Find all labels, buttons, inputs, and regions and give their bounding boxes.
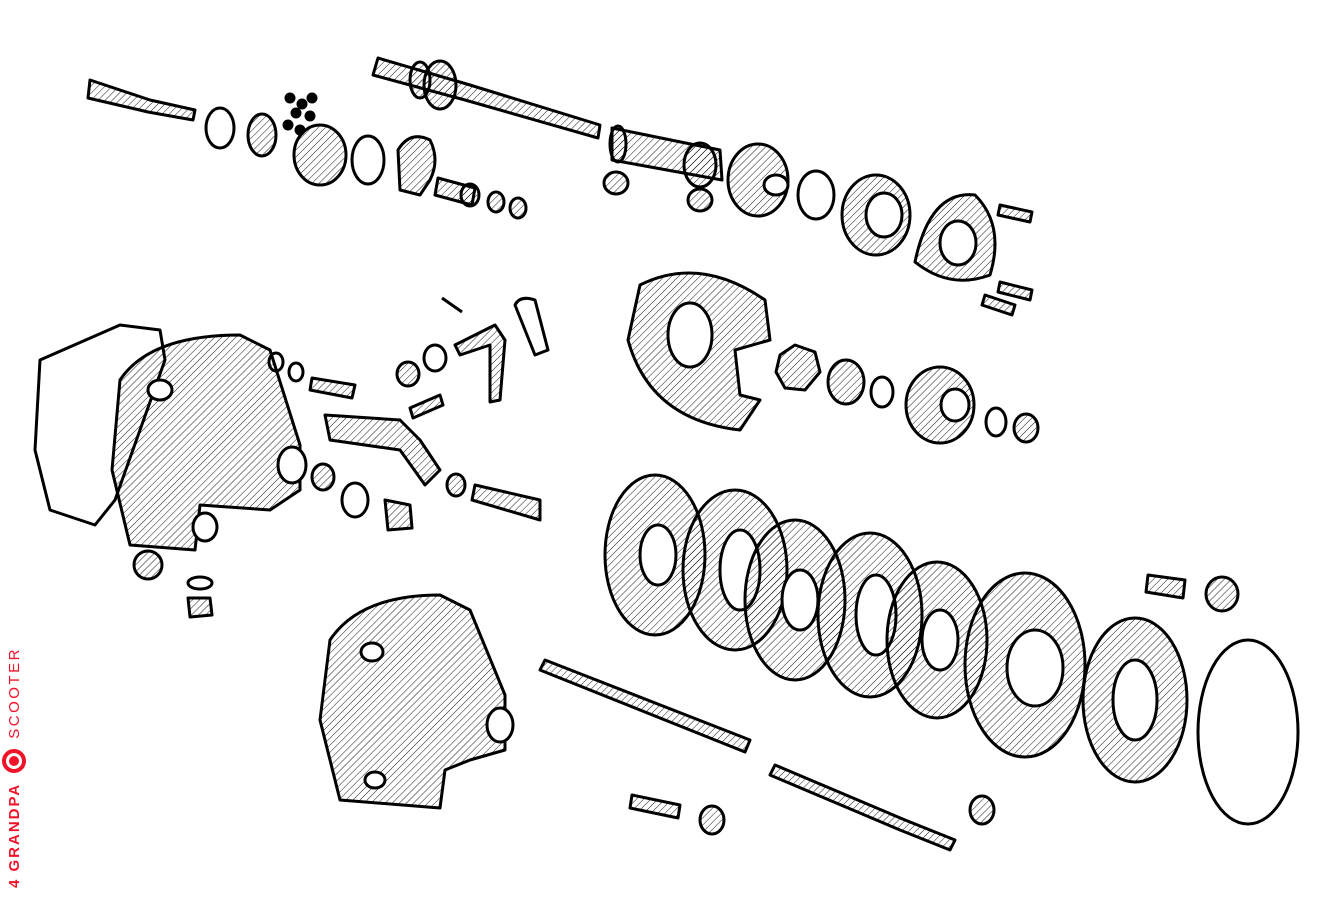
gasket bbox=[33, 323, 167, 527]
clutch-pressure-plate bbox=[963, 571, 1087, 759]
clutch-bell bbox=[626, 271, 772, 432]
nuts-washers-top bbox=[433, 176, 528, 220]
nut bbox=[686, 187, 714, 213]
nut bbox=[602, 170, 630, 196]
washer bbox=[796, 169, 836, 221]
bolt-and-nut-bottom bbox=[628, 793, 996, 836]
circlip bbox=[984, 406, 1008, 438]
brand-logo: 4 GRANDPA SCOOTER bbox=[2, 588, 26, 888]
selector-fork bbox=[396, 135, 437, 197]
clutch-cable bbox=[538, 658, 957, 852]
target-logo-icon bbox=[2, 748, 26, 773]
circlip bbox=[869, 375, 895, 409]
layshaft-gear-cluster bbox=[608, 124, 724, 189]
lever-and-fixings bbox=[132, 296, 550, 619]
bearing-balls bbox=[282, 92, 318, 136]
clutch-cover-plate bbox=[1081, 616, 1189, 784]
ball-bearing bbox=[840, 173, 912, 257]
gear bbox=[726, 142, 790, 218]
spring bbox=[1144, 573, 1187, 600]
selector-rod bbox=[86, 78, 197, 122]
bush bbox=[1204, 575, 1240, 613]
bearing-small bbox=[826, 358, 866, 406]
gearbox-housing-assembled bbox=[318, 593, 515, 810]
pinion-gear bbox=[904, 365, 976, 445]
bearing-cup bbox=[292, 123, 348, 187]
gearbox-housing bbox=[110, 333, 308, 552]
bearing-plate bbox=[913, 193, 997, 282]
brand-name: 4 GRANDPA bbox=[5, 782, 23, 888]
large-circlip bbox=[1196, 638, 1300, 826]
nut bbox=[1012, 412, 1040, 444]
main-shaft bbox=[371, 56, 602, 140]
circlip-rings bbox=[204, 106, 386, 186]
star-washer bbox=[774, 343, 822, 392]
screws-right bbox=[980, 203, 1034, 317]
brand-tagline: SCOOTER bbox=[5, 647, 23, 739]
